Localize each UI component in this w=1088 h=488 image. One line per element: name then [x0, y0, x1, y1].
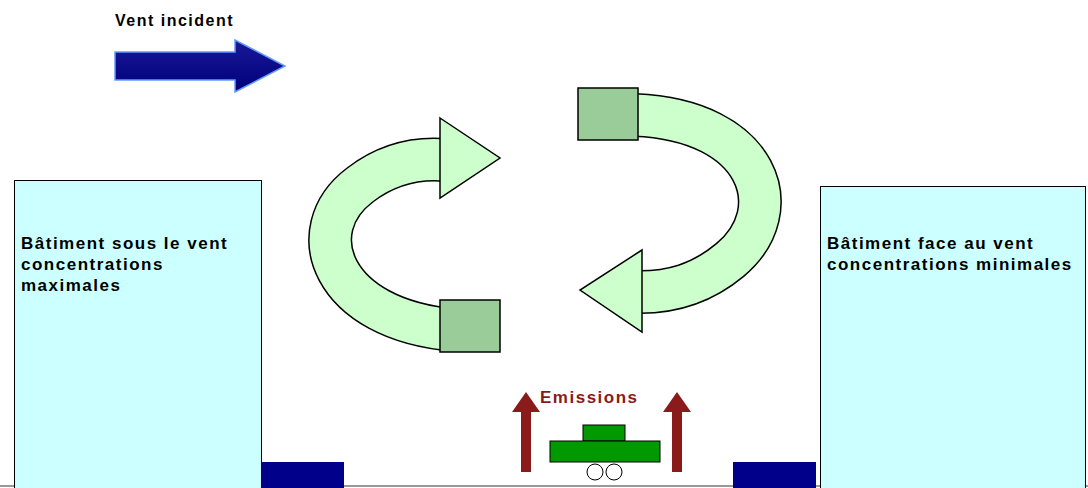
- sidewalk-block: [733, 462, 816, 488]
- emission-arrow: [512, 392, 540, 472]
- wind-arrow: [115, 40, 285, 92]
- car-symbol: [550, 425, 660, 480]
- emission-arrow: [663, 392, 691, 472]
- vortex-arrow: [578, 88, 760, 332]
- vortex-arrow: [330, 118, 500, 352]
- building-box: Bâtiment sous le vent concentrations max…: [14, 180, 262, 488]
- emissions-label: Emissions: [540, 388, 639, 408]
- building-text: Bâtiment sous le vent concentrations max…: [21, 233, 255, 296]
- building-text: Bâtiment face au vent concentrations min…: [827, 233, 1079, 275]
- building-box: Bâtiment face au vent concentrations min…: [820, 186, 1086, 488]
- wind-label: Vent incident: [115, 12, 234, 30]
- sidewalk-block: [262, 462, 344, 488]
